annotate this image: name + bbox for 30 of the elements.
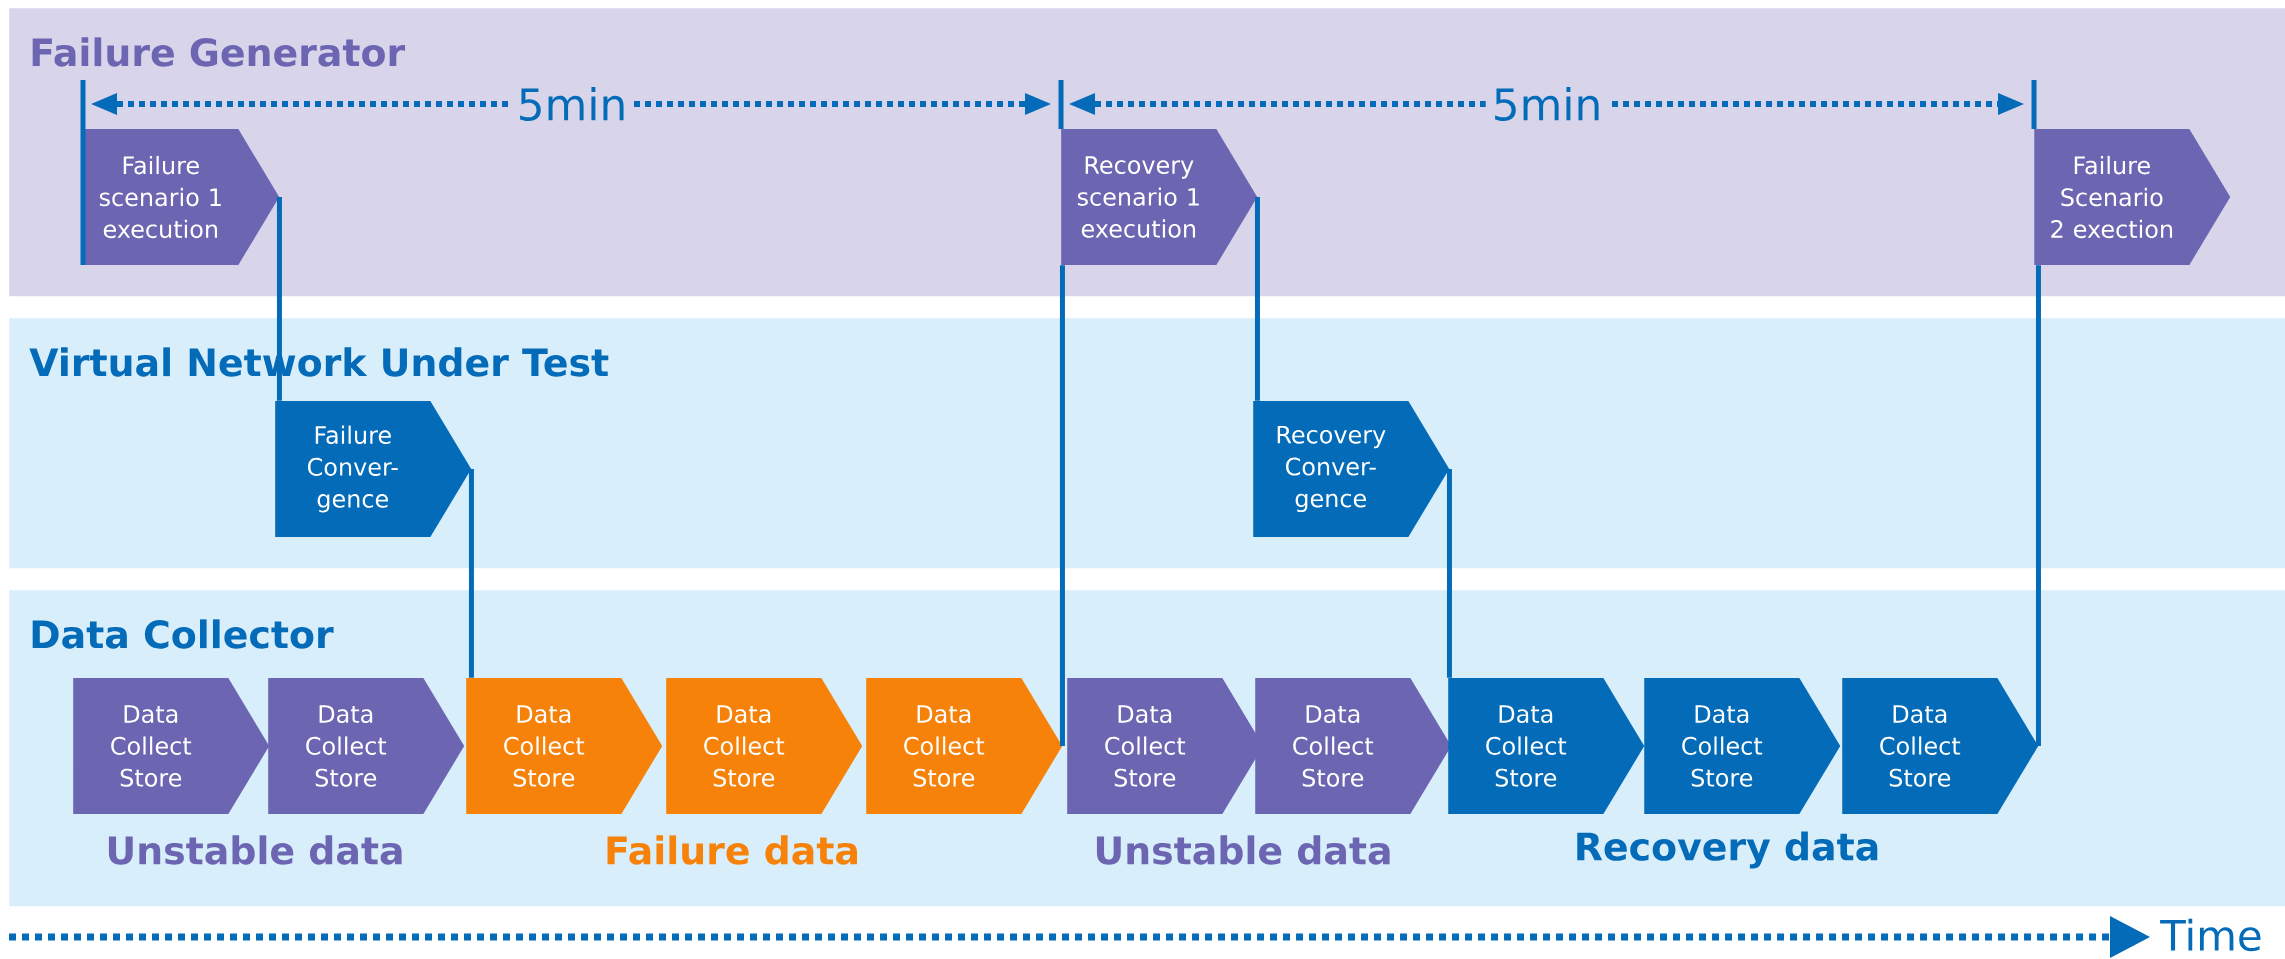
- chevron-step: Data Collect Store: [866, 678, 1063, 814]
- group-label: Failure data: [607, 835, 857, 865]
- dimension-label: 5min: [1485, 81, 1609, 127]
- connector-line: [1446, 469, 1452, 678]
- chevron-step: Recovery scenario 1 execution: [1061, 129, 1258, 265]
- connector-line: [1254, 197, 1260, 401]
- chevron-step: Data Collect Store: [466, 678, 663, 814]
- connector-line: [276, 197, 282, 401]
- group-label: Unstable data: [1096, 835, 1390, 865]
- chevron-step: Data Collect Store: [1448, 678, 1645, 814]
- chevron-step: Data Collect Store: [73, 678, 270, 814]
- axis-label: Time: [2160, 918, 2261, 952]
- chevron-step: Data Collect Store: [1842, 678, 2039, 814]
- connector-line: [468, 469, 474, 678]
- chevron-step: Failure Conver- gence: [275, 401, 472, 537]
- dimension-label: 5min: [510, 81, 634, 127]
- connector-line: [2035, 265, 2041, 746]
- chevron-step: Data Collect Store: [268, 678, 465, 814]
- chevron-step: Data Collect Store: [666, 678, 863, 814]
- chevron-step: Data Collect Store: [1255, 678, 1452, 814]
- group-label: Recovery data: [1577, 831, 1878, 869]
- chevron-step: Recovery Conver- gence: [1253, 401, 1450, 537]
- chevron-step: Failure scenario 1 execution: [83, 129, 280, 265]
- chevron-step: Data Collect Store: [1644, 678, 1841, 814]
- chevron-step: Failure Scenario 2 exection: [2034, 129, 2231, 265]
- group-label: Unstable data: [108, 835, 402, 865]
- chevron-step: Data Collect Store: [1067, 678, 1264, 814]
- connector-line: [1059, 265, 1065, 746]
- lane-title: Data Collector: [26, 616, 337, 652]
- lane-title: Failure Generator: [26, 34, 409, 70]
